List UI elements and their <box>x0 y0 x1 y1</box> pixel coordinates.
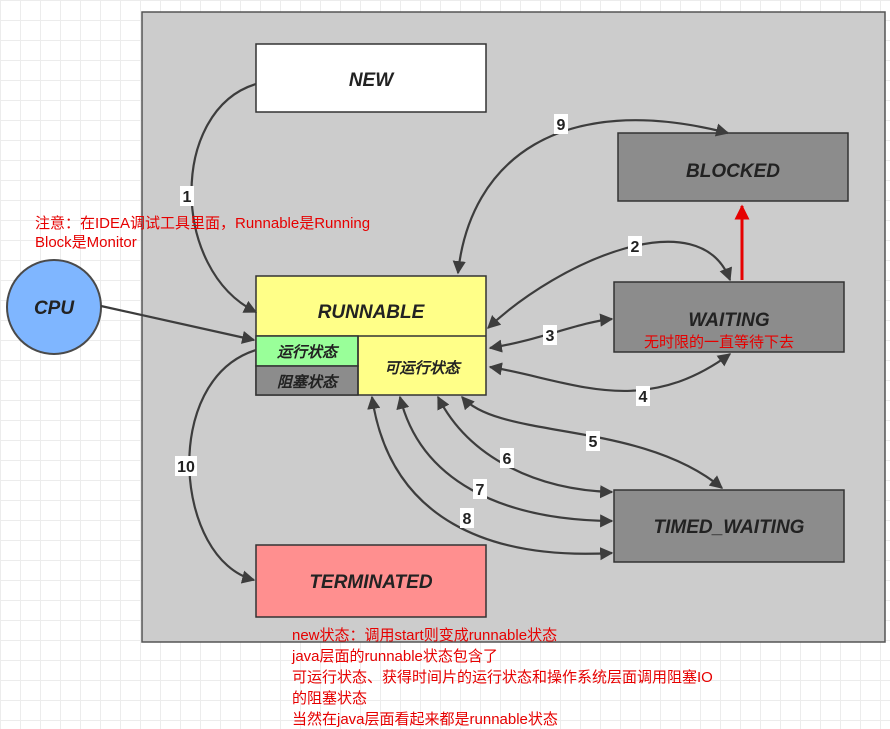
substate-running-label: 运行状态 <box>277 344 340 361</box>
arrow-4-runnable-waiting <box>488 353 732 392</box>
state-timed-waiting-label: TIMED_WAITING <box>654 517 805 538</box>
state-waiting-label: WAITING <box>688 310 769 331</box>
arrow-cpu-to-runnable <box>100 304 256 344</box>
note-bottom-line-4: 的阻塞状态 <box>292 689 367 707</box>
note-bottom: new状态：调用start则变成runnable状态 java层面的runnab… <box>291 627 713 728</box>
note-bottom-line-2: java层面的runnable状态包含了 <box>291 648 498 665</box>
transition-label-4: 4 <box>639 389 648 406</box>
arrow-8-runnable-timed-waiting <box>367 395 614 561</box>
transition-label-9: 9 <box>557 117 566 134</box>
note-bottom-line-3: 可运行状态、获得时间片的运行状态和操作系统层面调用阻塞IO <box>292 668 713 686</box>
note-bottom-line-5: 当然在java层面看起来都是runnable状态 <box>292 711 558 728</box>
transition-label-6: 6 <box>503 451 512 468</box>
note-bottom-line-1: new状态：调用start则变成runnable状态 <box>292 627 557 644</box>
note-idea-line-2: Block是Monitor <box>35 234 137 251</box>
state-terminated: TERMINATED <box>255 544 487 618</box>
note-waiting: 无时限的一直等待下去 <box>644 333 794 351</box>
substate-blocking-label: 阻塞状态 <box>277 373 340 391</box>
cpu-node: CPU <box>6 259 102 355</box>
state-timed-waiting: TIMED_WAITING <box>613 489 845 563</box>
transition-label-3: 3 <box>546 328 555 345</box>
transition-label-10: 10 <box>177 459 195 476</box>
arrow-9-runnable-blocked <box>452 119 730 275</box>
cpu-label: CPU <box>34 298 75 319</box>
arrow-3-runnable-waiting <box>488 313 614 353</box>
transition-label-2: 2 <box>631 239 640 256</box>
state-blocked: BLOCKED <box>617 132 849 202</box>
transition-label-8: 8 <box>463 511 472 528</box>
state-terminated-label: TERMINATED <box>309 572 432 593</box>
state-new-label: NEW <box>349 70 395 91</box>
transition-label-1: 1 <box>183 189 192 206</box>
substate-ready-label: 可运行状态 <box>384 360 462 377</box>
state-runnable: RUNNABLE 运行状态 阻塞状态 可运行状态 <box>255 275 487 396</box>
arrow-2-runnable-waiting <box>487 240 732 329</box>
transition-labels: 1 2 3 4 5 6 7 8 9 10 <box>175 114 650 528</box>
note-idea-line-1: 注意：在IDEA调试工具里面，Runnable是Running <box>35 214 370 232</box>
state-new: NEW <box>255 43 487 113</box>
state-blocked-label: BLOCKED <box>686 161 780 182</box>
state-runnable-label: RUNNABLE <box>318 302 426 323</box>
transition-label-5: 5 <box>589 434 598 451</box>
transition-label-7: 7 <box>476 482 485 499</box>
